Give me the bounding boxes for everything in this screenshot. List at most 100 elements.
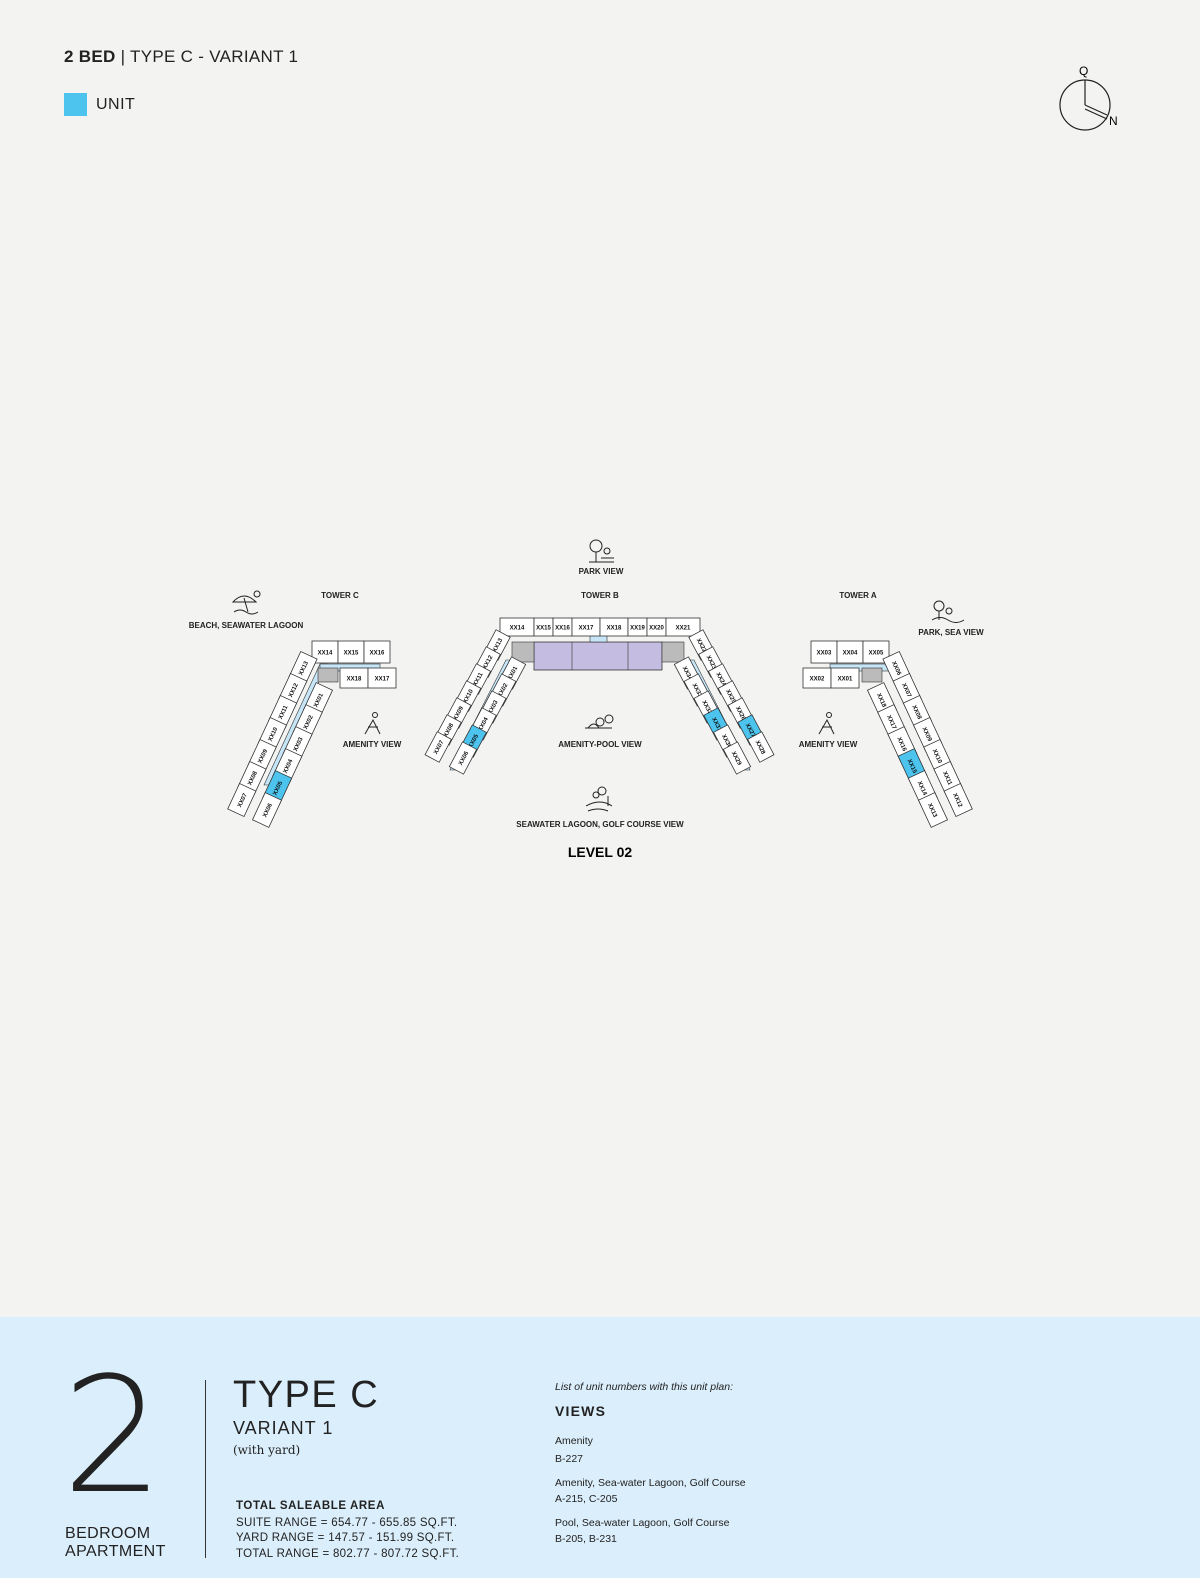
unit-label: XX03 — [817, 650, 832, 656]
tower-b-unit: XX07 — [424, 731, 452, 763]
unit-label: XX02 — [810, 676, 825, 682]
unit-label: XX15 — [536, 625, 551, 631]
legend: UNIT — [64, 93, 135, 116]
tower-c-unit: XX07 — [227, 782, 257, 818]
unit-label: XX18 — [875, 693, 887, 709]
unit-label: XX18 — [347, 676, 362, 682]
unit-label: XX20 — [649, 625, 664, 631]
tower-a-unit: XX02 — [802, 667, 832, 689]
amenity-right-label: AMENITY VIEW — [799, 740, 858, 749]
tower-b-label: TOWER B — [581, 591, 619, 600]
unit-label: XX05 — [273, 780, 285, 796]
tower-a-unit: XX05 — [862, 640, 890, 664]
heading-separator: | — [115, 47, 131, 66]
unit-label: XX08 — [247, 770, 259, 786]
unit-label: XX14 — [916, 781, 928, 797]
tower-b-unit: XX29 — [722, 741, 752, 775]
unit-label: XX06 — [890, 661, 902, 677]
saleable-area-title: TOTAL SALEABLE AREA — [236, 1500, 385, 1512]
tower-c-core — [317, 667, 339, 683]
tower-c-unit: XX17 — [367, 667, 397, 689]
tower-a-unit: XX03 — [810, 640, 838, 664]
tower-b-core-right — [661, 641, 685, 663]
unit-label: XX11 — [278, 704, 290, 720]
view-item-units: A-215, C-205 — [555, 1493, 618, 1505]
unit-label: XX01 — [313, 692, 325, 708]
bed-count: 2 BED — [64, 47, 116, 66]
unit-label: XX04 — [843, 650, 858, 656]
legend-label: UNIT — [96, 95, 136, 113]
unit-label: XX05 — [869, 650, 884, 656]
tower-c-unit: XX18 — [339, 667, 369, 689]
unit-label: XX16 — [895, 737, 907, 753]
unit-label: XX03 — [293, 736, 305, 752]
park-view-label: PARK VIEW — [579, 567, 624, 576]
tower-b-unit: XX16 — [552, 617, 573, 637]
yard-range: YARD RANGE = 147.57 - 151.99 SQ.FT. — [236, 1532, 455, 1544]
beach-icon — [231, 590, 261, 615]
unit-label: XX09 — [258, 748, 270, 764]
divider — [205, 1380, 206, 1558]
tower-b-unit: XX18 — [599, 617, 629, 637]
lagoon-golf-label: SEAWATER LAGOON, GOLF COURSE VIEW — [516, 820, 684, 829]
unit-label: XX12 — [951, 793, 963, 809]
unit-label: XX11 — [941, 771, 953, 787]
unit-label: XX13 — [926, 803, 938, 819]
unit-label: XX15 — [906, 759, 918, 775]
variant-title: VARIANT 1 — [233, 1418, 334, 1438]
park-sea-icon — [931, 600, 965, 623]
unit-label: XX12 — [288, 682, 300, 698]
tower-b-unit: XX28 — [747, 731, 775, 763]
unit-label: XX21 — [676, 625, 691, 631]
unit-label: XX17 — [885, 715, 897, 731]
suite-range: SUITE RANGE = 654.77 - 655.85 SQ.FT. — [236, 1517, 458, 1529]
unit-label: XX08 — [910, 705, 922, 721]
compass-n: N — [1109, 114, 1118, 128]
unit-list-title: List of unit numbers with this unit plan… — [555, 1381, 734, 1393]
tower-a-core — [861, 667, 883, 683]
unit-swatch — [64, 93, 87, 116]
bedroom-number: 2 — [62, 1342, 164, 1529]
view-item-name: Amenity, Sea-water Lagoon, Golf Course — [555, 1477, 746, 1489]
amenity-left-icon — [364, 712, 381, 735]
tower-b-core-left — [511, 641, 535, 663]
unit-label: XX14 — [510, 625, 525, 631]
unit-label: XX15 — [344, 650, 359, 656]
type-variant: TYPE C - VARIANT 1 — [130, 47, 299, 66]
unit-label: XX07 — [237, 792, 249, 808]
unit-label: XX17 — [375, 676, 390, 682]
park-view-icon — [589, 539, 614, 563]
compass-icon: Q N — [1059, 64, 1118, 131]
bedroom-line-1: BEDROOM — [65, 1525, 151, 1542]
tower-b-unit: XX14 — [499, 617, 535, 637]
unit-label: XX18 — [607, 625, 622, 631]
tower-b-unit: XX21 — [665, 617, 701, 637]
unit-label: XX19 — [630, 625, 645, 631]
view-item: Pool, Sea-water Lagoon, Golf Course B-20… — [555, 1515, 730, 1547]
tower-c-unit: XX16 — [363, 640, 391, 664]
unit-label: XX16 — [555, 625, 570, 631]
type-title: TYPE C — [233, 1374, 380, 1416]
tower-c-label: TOWER C — [321, 591, 359, 600]
bedroom-line-2: APARTMENT — [65, 1543, 166, 1560]
unit-label: XX02 — [303, 714, 315, 730]
with-yard-note: (with yard) — [233, 1443, 301, 1457]
amenity-left-label: AMENITY VIEW — [343, 740, 402, 749]
tower-b-unit: XX20 — [646, 617, 667, 637]
bedroom-label: BEDROOM APARTMENT — [65, 1525, 166, 1561]
tower-a-unit: XX13 — [917, 792, 949, 828]
unit-label: XX17 — [579, 625, 594, 631]
unit-label: XX10 — [931, 749, 943, 765]
view-item-name: Amenity — [555, 1435, 593, 1447]
unit-label: XX10 — [268, 726, 280, 742]
amenity-pool-label: AMENITY-POOL VIEW — [558, 740, 642, 749]
tower-a-unit: XX12 — [943, 782, 973, 818]
compass-q: Q — [1079, 64, 1088, 78]
tower-b-unit: XX06 — [448, 741, 478, 775]
tower-b-amenity — [533, 641, 663, 671]
plan-heading: 2 BED | TYPE C - VARIANT 1 — [64, 47, 298, 67]
